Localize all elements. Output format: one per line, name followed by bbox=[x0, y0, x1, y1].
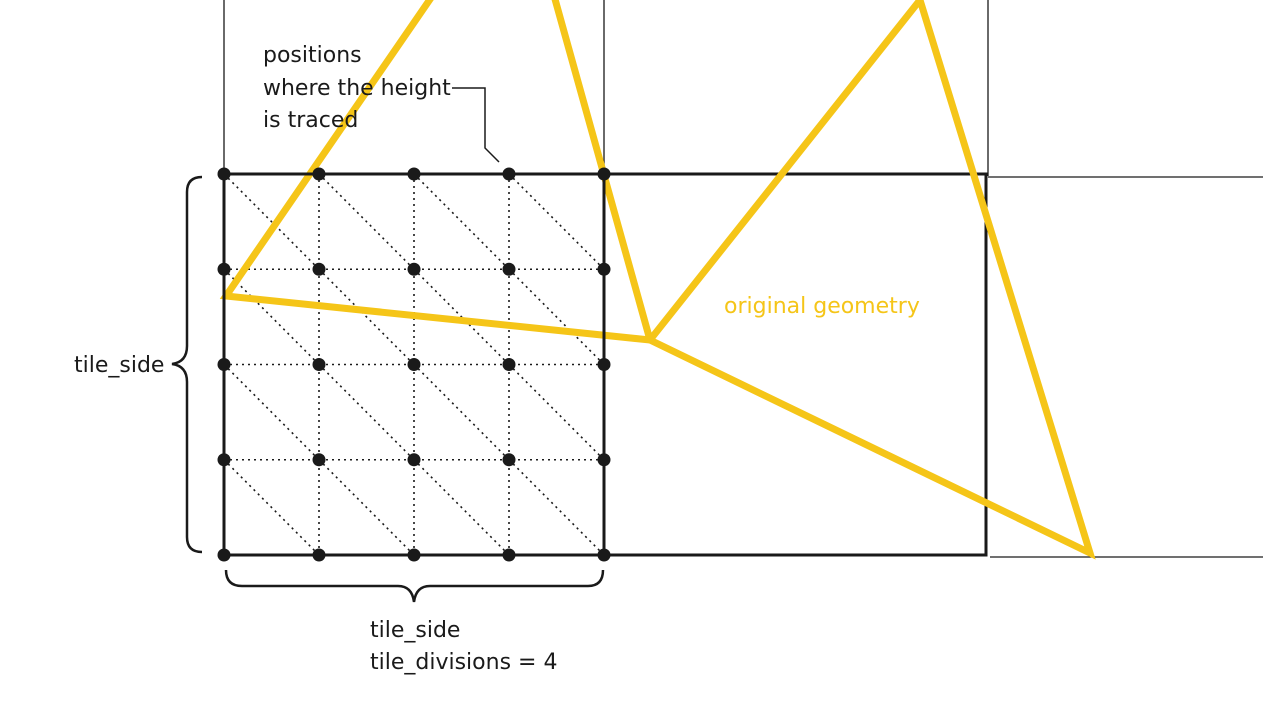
height-sample-point bbox=[597, 358, 611, 371]
height-sample-point bbox=[597, 453, 611, 467]
height-sample-point bbox=[502, 167, 516, 181]
left-brace bbox=[171, 175, 203, 554]
height-sample-point bbox=[312, 167, 326, 181]
adjacent-tile bbox=[602, 172, 988, 557]
tile-side-bottom-label: tile_side bbox=[370, 618, 460, 643]
grid-diagonal-line bbox=[508, 173, 605, 270]
positions-label-line2: where the height bbox=[263, 76, 451, 101]
height-sample-point bbox=[217, 358, 231, 371]
original-geometry bbox=[219, 0, 1096, 560]
height-sample-point bbox=[407, 358, 421, 371]
height-sample-point bbox=[312, 548, 326, 562]
positions-label-line1: positions bbox=[263, 43, 362, 68]
bottom-brace bbox=[224, 569, 605, 603]
subdivision-grid bbox=[223, 173, 605, 556]
height-sample-point bbox=[597, 167, 611, 181]
height-sample-point bbox=[217, 453, 231, 467]
height-sample-point bbox=[312, 453, 326, 467]
geometry-triangle-left bbox=[219, 0, 655, 345]
grid-diagonal-line bbox=[318, 268, 415, 366]
height-sample-point bbox=[597, 262, 611, 276]
grid-diagonal-line bbox=[318, 459, 415, 556]
height-sample-point bbox=[312, 358, 326, 371]
height-sample-point bbox=[217, 548, 231, 562]
height-sample-point bbox=[407, 167, 421, 181]
height-sample-point bbox=[502, 262, 516, 276]
grid-diagonal-line bbox=[508, 459, 605, 556]
original-geometry-label: original geometry bbox=[724, 294, 920, 319]
positions-label-line3: is traced bbox=[263, 108, 358, 133]
grid-diagonal-line bbox=[318, 363, 415, 461]
grid-diagonal-line bbox=[223, 268, 320, 366]
grid-diagonal-line bbox=[318, 173, 415, 270]
tile-side-left-label: tile_side bbox=[74, 353, 164, 378]
grid-diagonal-line bbox=[223, 173, 320, 270]
height-sample-point bbox=[217, 167, 231, 181]
grid-diagonal-line bbox=[413, 173, 510, 270]
grid-diagonal-line bbox=[413, 363, 510, 461]
height-sample-point bbox=[407, 262, 421, 276]
height-sample-point bbox=[502, 358, 516, 371]
height-sample-point bbox=[502, 548, 516, 562]
height-sample-point bbox=[312, 262, 326, 276]
height-sample-point bbox=[597, 548, 611, 562]
neighbor-tile-lines bbox=[223, 0, 1263, 558]
height-sample-point bbox=[407, 548, 421, 562]
height-sample-point bbox=[217, 262, 231, 276]
grid-diagonal-line bbox=[508, 363, 605, 461]
grid-diagonal-line bbox=[413, 268, 510, 366]
geometry-triangle-right bbox=[647, 0, 1096, 560]
grid-diagonal-line bbox=[413, 459, 510, 556]
height-sample-points bbox=[217, 167, 611, 562]
grid-diagonal-line bbox=[508, 268, 605, 366]
positions-leader-line bbox=[452, 87, 500, 163]
tile-divisions-label: tile_divisions = 4 bbox=[370, 650, 557, 675]
grid-diagonal-line bbox=[223, 363, 320, 461]
grid-diagonal-line bbox=[223, 459, 320, 556]
height-sample-point bbox=[407, 453, 421, 467]
height-sample-point bbox=[502, 453, 516, 467]
